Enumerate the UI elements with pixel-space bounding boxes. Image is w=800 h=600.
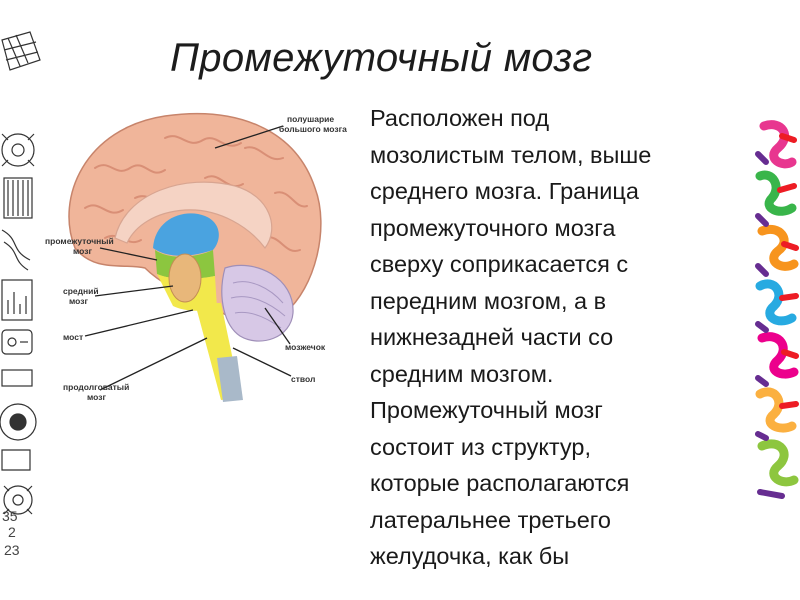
slide-title: Промежуточный мозг bbox=[170, 36, 593, 80]
label-cerebellum: мозжечок bbox=[285, 342, 326, 352]
label-diencephalon-2: мозг bbox=[73, 246, 92, 256]
brain-diagram: полушарие большого мозга промежуточный м… bbox=[45, 112, 347, 402]
label-hemisphere-2: большого мозга bbox=[279, 124, 347, 134]
label-medulla: продолговатый bbox=[63, 382, 129, 392]
left-decoration-numbers: 35 2 23 bbox=[0, 30, 48, 570]
decor-number: 2 bbox=[8, 524, 16, 540]
left-decoration bbox=[0, 31, 41, 515]
decor-number: 23 bbox=[4, 542, 20, 558]
slide-body-text: Расположен под мозолистым телом, выше ср… bbox=[370, 105, 652, 569]
corpus-callosum bbox=[114, 181, 273, 250]
label-midbrain: средний bbox=[63, 286, 99, 296]
label-pons: мост bbox=[63, 332, 83, 342]
label-midbrain-2: мозг bbox=[69, 296, 88, 306]
leader-lines bbox=[84, 125, 292, 391]
label-hemisphere: полушарие bbox=[287, 114, 334, 124]
right-decoration bbox=[752, 116, 800, 506]
label-stem: ствол bbox=[291, 374, 315, 384]
pons bbox=[168, 253, 202, 303]
third-ventricle bbox=[153, 213, 219, 256]
medulla-stem bbox=[217, 356, 243, 402]
label-medulla-2: мозг bbox=[87, 392, 106, 402]
decor-number: 35 bbox=[2, 508, 18, 524]
label-diencephalon: промежуточный bbox=[45, 236, 114, 246]
